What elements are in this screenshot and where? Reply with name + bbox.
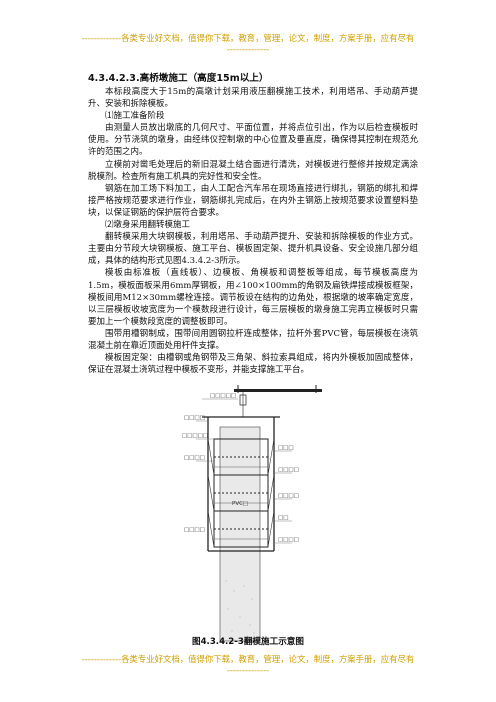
flip-form-diagram: □□□□□ □□□□ □□□□□ □□□□ □□□ □□□□ □□□□ □□ □… bbox=[182, 381, 322, 643]
concrete-texture bbox=[225, 580, 255, 634]
subheading-prep: ⑴施工准备阶段 bbox=[105, 111, 165, 122]
label-l5: □□□□ bbox=[278, 467, 299, 473]
top-platform bbox=[234, 389, 322, 392]
paragraph: 立模前对凿毛处理后的新旧混凝土结合面进行清洗，对模板进行整修并按规定满涂脱模剂。… bbox=[88, 159, 418, 182]
section-heading: 4.3.4.2.3.高桥墩施工（高度15m以上） bbox=[88, 73, 269, 84]
bottom-banner: -------------各类专业好文档，值得你下载，教育，管理，论文，制度，方… bbox=[0, 654, 496, 676]
leader-lines bbox=[196, 398, 292, 544]
formwork bbox=[213, 438, 269, 548]
banner-line-dashes: -------------- bbox=[226, 665, 270, 675]
diagram-svg: □□□□□ □□□□ □□□□□ □□□□ □□□ □□□□ □□□□ □□ □… bbox=[182, 385, 322, 642]
banner-line: -------------各类专业好文档，值得你下载，教育，管理，论文，制度，方… bbox=[81, 654, 415, 664]
label-l6: □□□□ bbox=[278, 493, 299, 499]
paragraph: 模板由标准板（直线板）、边模板、角模板和调整板等组成，每节模板高度为1.5m，模… bbox=[88, 268, 418, 327]
banner-line: -------------各类专业好文档，值得你下载，教育，管理，论文，制度，方… bbox=[81, 33, 415, 43]
paragraph: 本标段高度大于15m的高墩计划采用液压翻模施工技术，利用塔吊、手动葫芦提升、安装… bbox=[88, 87, 418, 110]
paragraph: 翻转模采用大块钢模板，利用塔吊、手动葫芦提升、安装和拆除模板的作业方式。主要由分… bbox=[88, 232, 418, 267]
paragraph: 模板固定架：由槽钢或角钢带及三角架、斜拉索具组成，将内外模板加固成整体，保证在混… bbox=[88, 353, 418, 376]
label-l9: □□□□ bbox=[184, 527, 205, 533]
top-banner: -------------各类专业好文档，值得你下载，教育，管理，论文，制度，方… bbox=[0, 33, 496, 55]
tie-rods bbox=[214, 466, 268, 540]
label-l1: □□□□ bbox=[184, 415, 205, 421]
paragraph: 由测量人员放出墩底的几何尺寸、平面位置，并将点位引出，作为以后检查模板时使用。分… bbox=[88, 123, 418, 158]
label-l7: □□ bbox=[278, 515, 288, 521]
paragraph: 围带用槽钢制成，围带间用圆钢拉杆连成整体，拉杆外套PVC管，每层模板在浇筑混凝土… bbox=[88, 328, 418, 351]
label-l2: □□□□□ bbox=[182, 433, 208, 439]
paragraph: 钢筋在加工场下料加工，由人工配合汽车吊在现场直接进行绑扎，钢筋的绑扎和焊接严格按… bbox=[88, 183, 418, 218]
figure-caption: 图4.3.4.2-3翻模施工示意图 bbox=[191, 637, 304, 647]
pier-column bbox=[219, 426, 261, 642]
document-body: 4.3.4.2.3.高桥墩施工（高度15m以上） 本标段高度大于15m的高墩计划… bbox=[88, 72, 418, 376]
diagonal-bracing bbox=[207, 438, 275, 548]
label-pvc: PVC□ bbox=[232, 501, 248, 507]
banner-line-dashes: -------------- bbox=[226, 44, 270, 54]
label-top: □□□□□ bbox=[210, 393, 236, 399]
label-l3: □□□□ bbox=[184, 455, 205, 461]
label-l8: □□□□ bbox=[278, 537, 299, 543]
label-l4: □□□ bbox=[278, 445, 294, 451]
subheading-flip-form: ⑵墩身采用翻转模施工 bbox=[105, 220, 191, 231]
